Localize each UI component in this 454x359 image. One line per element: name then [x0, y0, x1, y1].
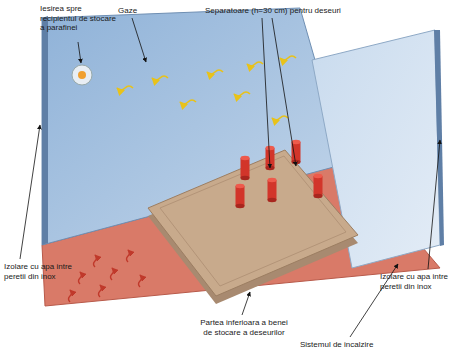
gas-flow	[247, 62, 263, 66]
leader-line	[262, 18, 270, 168]
leader-line	[132, 18, 146, 62]
leader-line	[20, 125, 40, 259]
callout-label: Izolare cu apa intre peretii din inox	[4, 262, 90, 281]
heat-flow	[99, 285, 102, 297]
heat-flow	[127, 250, 130, 262]
cylinder-base	[241, 176, 250, 180]
leader-line	[242, 292, 250, 315]
callout-label: Sistemul de incalzire	[300, 340, 420, 350]
cylinder-top	[314, 174, 323, 178]
separator-cylinder	[268, 180, 277, 200]
separator-cylinder	[314, 176, 323, 196]
callout-label: Separatoare (h=30 cm) pentru deseuri	[205, 6, 405, 16]
outlet-core	[78, 71, 86, 79]
paraffin-outlet	[72, 65, 92, 85]
cylinder-top	[266, 146, 275, 150]
leader-lines	[20, 18, 440, 337]
heat-flow	[111, 268, 114, 280]
callout-label: Gaze	[118, 6, 158, 16]
separator-group	[236, 140, 323, 208]
cylinder-top	[292, 140, 301, 144]
waste-tray	[148, 150, 358, 296]
leader-line	[78, 42, 81, 63]
cylinder-base	[268, 198, 277, 202]
flow-group	[69, 56, 297, 302]
callout-label: Izolare cu apa intre peretii din inox	[380, 272, 450, 291]
heat-flow	[94, 255, 97, 267]
gas-flow	[280, 56, 296, 60]
gas-flow	[117, 86, 133, 90]
wall-edge	[434, 30, 444, 246]
gas-flow	[180, 100, 196, 104]
tray-rim	[160, 156, 346, 286]
heat-flow	[139, 275, 142, 287]
gas-flow	[152, 76, 168, 80]
cylinder-top	[241, 156, 250, 160]
callout-label: Partea inferioara a benei de stocare a d…	[196, 318, 292, 337]
callout-label: Iesirea spre recipientul de stocare a pa…	[40, 4, 118, 33]
cylinder-top	[268, 178, 277, 182]
gas-flow	[234, 92, 250, 96]
heat-flow	[69, 290, 72, 302]
gas-flow	[272, 116, 288, 120]
heat-flow	[79, 272, 82, 284]
wall-edge	[42, 16, 48, 245]
leader-line	[428, 140, 440, 269]
cylinder-base	[236, 204, 245, 208]
cylinder-top	[236, 184, 245, 188]
leader-line	[272, 18, 296, 166]
separator-cylinder	[241, 158, 250, 178]
separator-cylinder	[236, 186, 245, 206]
cylinder-base	[314, 194, 323, 198]
gas-flow	[207, 70, 223, 74]
